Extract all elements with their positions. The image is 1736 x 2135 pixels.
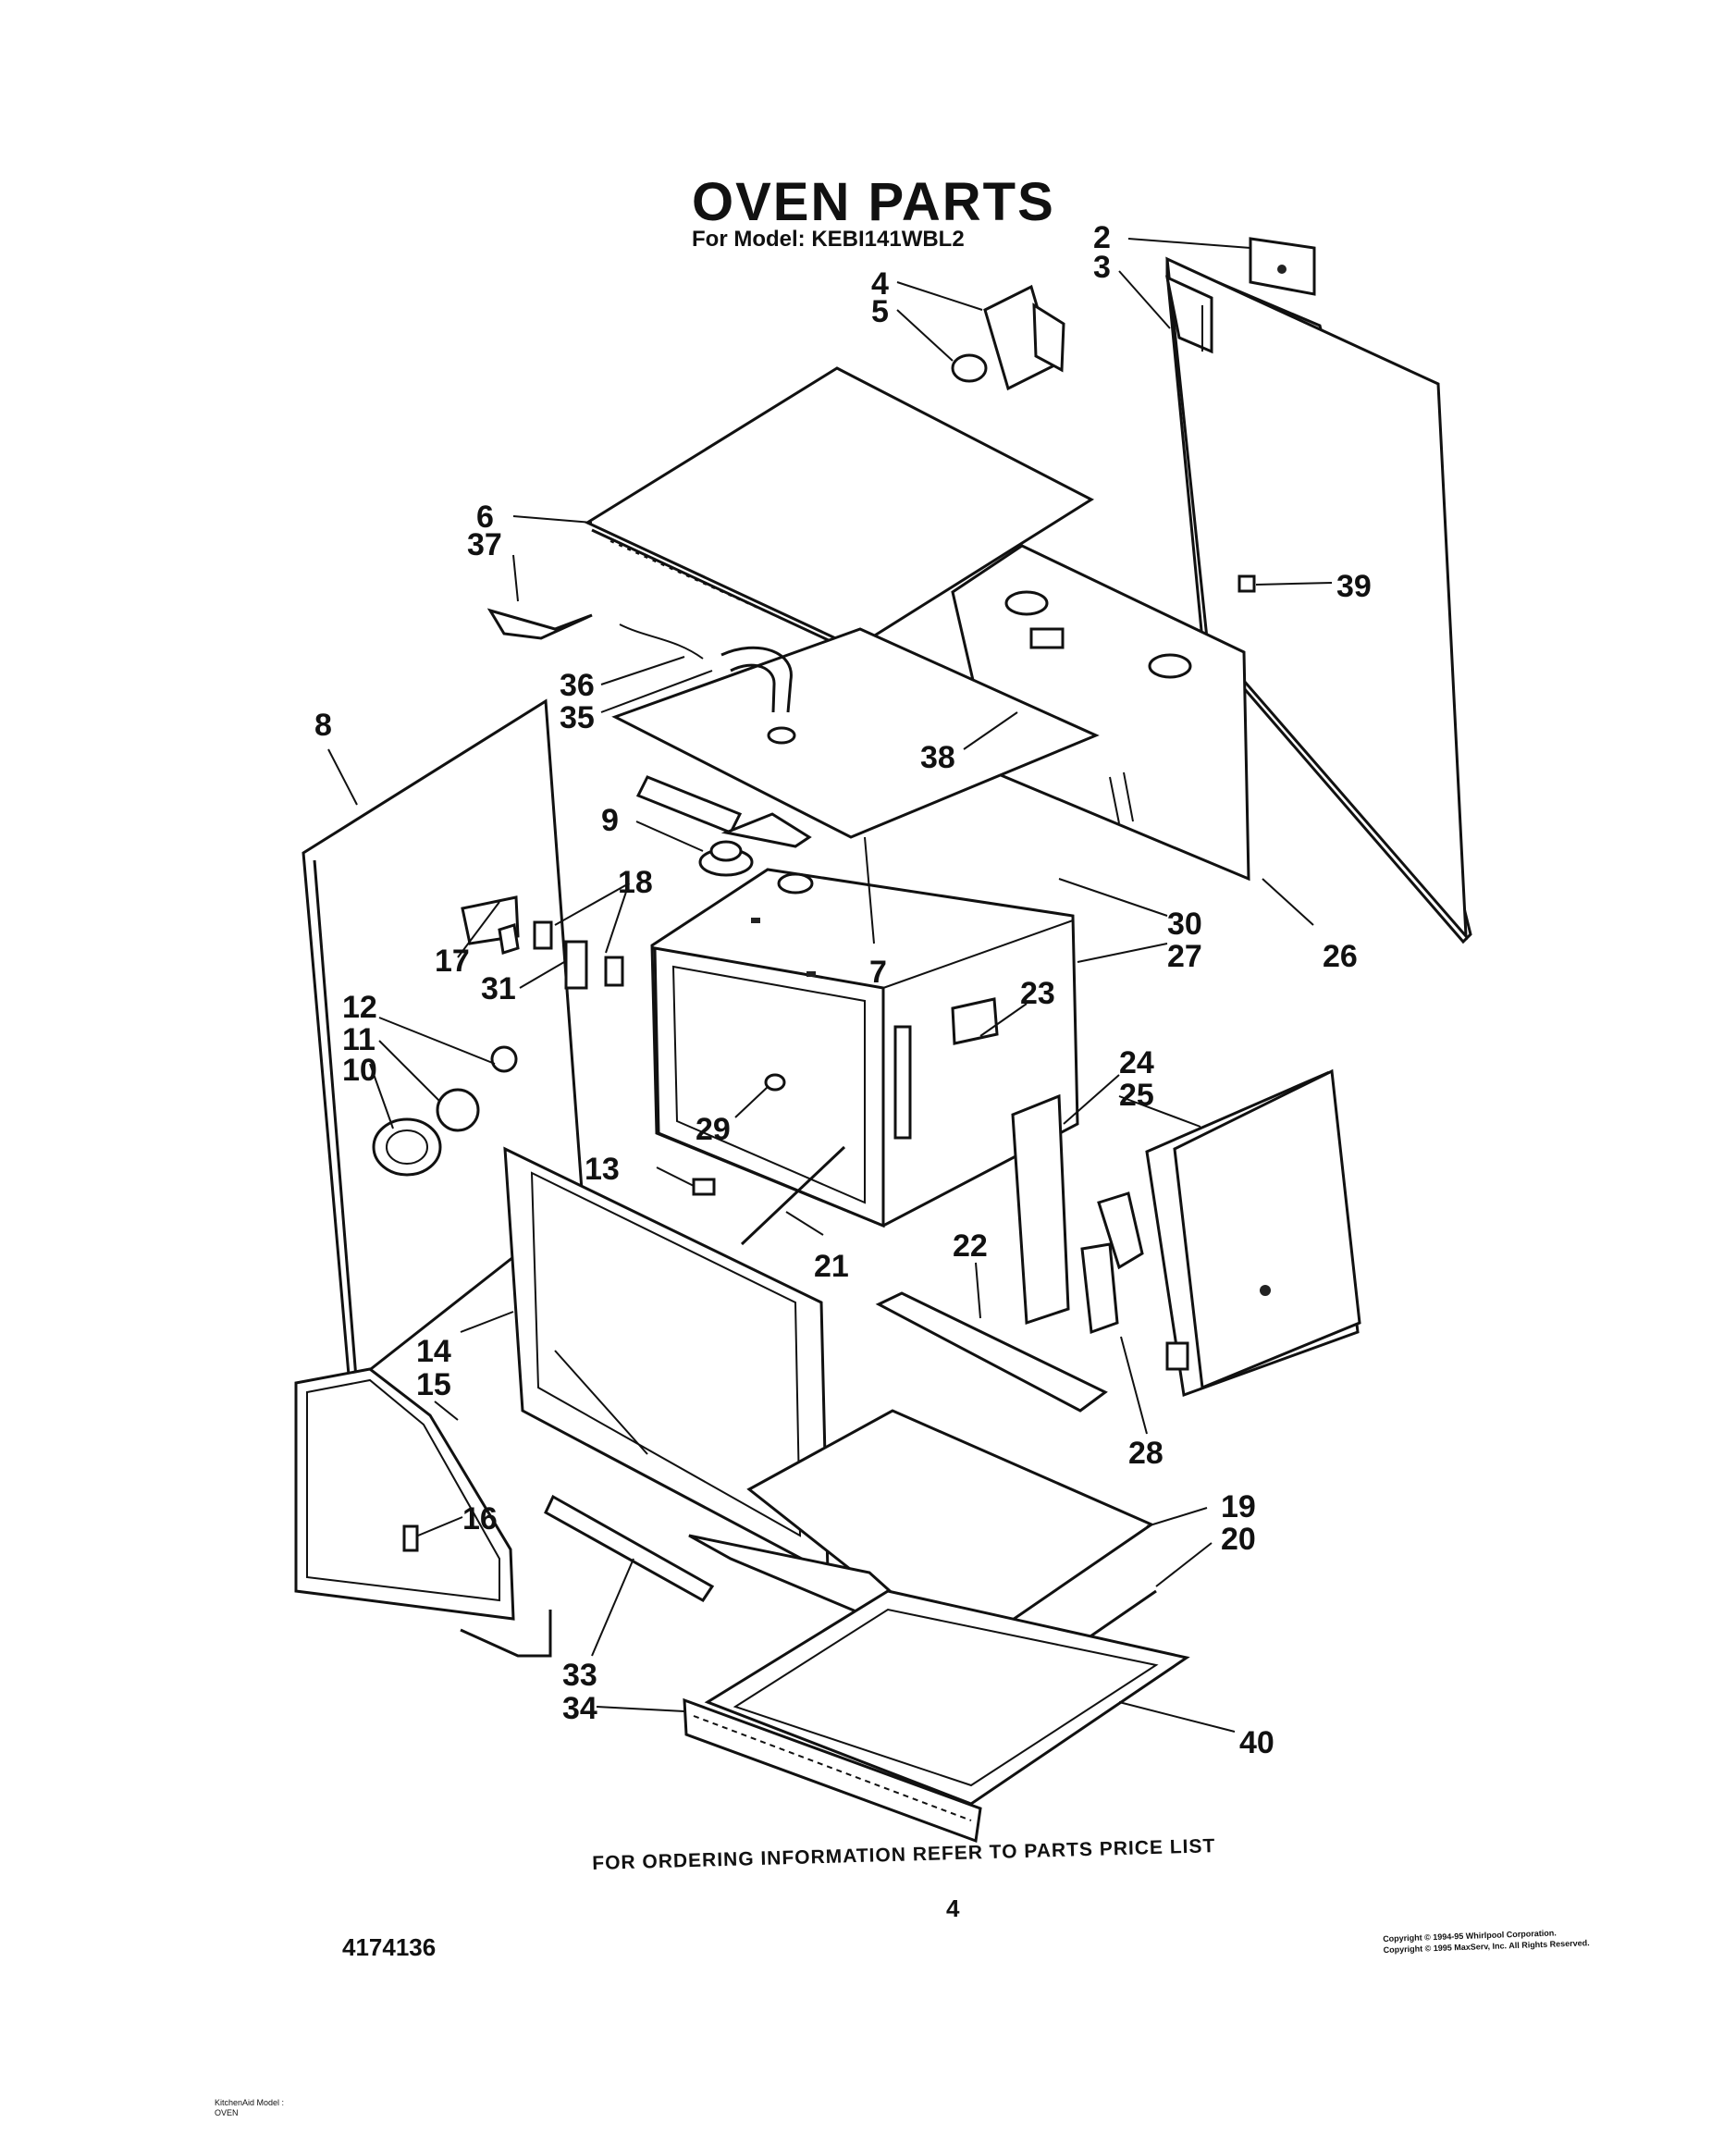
callout-26: 26 (1323, 939, 1358, 974)
kitchenaid-line-1: KitchenAid Model : (215, 2098, 285, 2107)
callout-3: 3 (1093, 250, 1111, 285)
callout-19: 19 (1221, 1489, 1256, 1524)
callout-labels: 2 3 4 5 6 37 39 36 35 38 8 9 18 17 31 7 … (314, 220, 1372, 1760)
callout-22: 22 (953, 1228, 988, 1264)
callout-21: 21 (814, 1249, 849, 1284)
callout-18: 18 (618, 865, 653, 900)
callout-12: 12 (342, 990, 377, 1025)
callout-13: 13 (585, 1152, 620, 1187)
leader-lines (327, 238, 1333, 1733)
part-mid-plate (611, 627, 1100, 848)
callout-8: 8 (314, 708, 332, 743)
callout-4: 4 (871, 266, 889, 302)
part-vent-tube (486, 608, 796, 745)
callout-29: 29 (696, 1112, 731, 1147)
kitchenaid-line-2: OVEN (215, 2108, 239, 2117)
model-subtitle: For Model: KEBI141WBL2 (692, 227, 965, 252)
callout-16: 16 (462, 1501, 498, 1536)
callout-40: 40 (1239, 1725, 1274, 1760)
part-side-panel-25 (1145, 1068, 1361, 1398)
callout-9: 9 (601, 803, 619, 838)
callout-31: 31 (481, 971, 516, 1006)
part-back-panel (1164, 237, 1472, 944)
callout-10: 10 (342, 1053, 377, 1088)
document-number: 4174136 (342, 1933, 437, 1961)
part-lamp-assembly (372, 1045, 518, 1177)
callout-24: 24 (1119, 1045, 1154, 1080)
callout-11: 11 (342, 1022, 376, 1057)
callout-39: 39 (1336, 569, 1372, 604)
part-clip-39 (1237, 574, 1256, 593)
callout-20: 20 (1221, 1522, 1256, 1557)
part-top-cover (584, 366, 1095, 657)
callout-6: 6 (476, 500, 494, 535)
callout-2: 2 (1093, 220, 1111, 255)
callout-36: 36 (560, 668, 595, 703)
callout-38: 38 (920, 740, 955, 775)
callout-14: 14 (416, 1334, 451, 1369)
part-21-rod (740, 1145, 846, 1246)
part-13 (692, 1178, 716, 1196)
callout-7: 7 (869, 955, 887, 990)
part-oven-cavity (650, 868, 1079, 1228)
callout-25: 25 (1119, 1078, 1154, 1113)
part-hinge-parts (533, 920, 624, 990)
callout-5: 5 (871, 294, 889, 329)
page-title: OVEN PARTS (692, 172, 1055, 232)
callout-15: 15 (416, 1367, 451, 1402)
callout-37: 37 (467, 527, 502, 562)
page-number: 4 (946, 1894, 960, 1922)
callout-28: 28 (1128, 1436, 1163, 1471)
callout-35: 35 (560, 700, 595, 735)
kitchenaid-model-block: KitchenAid Model : OVEN (215, 2098, 284, 2118)
part-16 (402, 1524, 419, 1552)
callout-30: 30 (1167, 907, 1202, 942)
part-hinge-24 (1011, 1093, 1144, 1335)
callout-27: 27 (1167, 939, 1202, 974)
part-rail-22 (875, 1291, 1108, 1413)
part-thermostat-9 (698, 840, 754, 877)
part-bottom-tray (704, 1589, 1190, 1806)
callout-23: 23 (1020, 976, 1055, 1011)
part-trim-33 (544, 1494, 715, 1602)
part-vent-strip-34 (683, 1697, 982, 1844)
part-bracket-4 (951, 284, 1065, 391)
part-glass-panel (294, 1367, 552, 1658)
callout-33: 33 (562, 1658, 597, 1693)
callout-34: 34 (562, 1691, 597, 1726)
callout-17: 17 (435, 944, 470, 979)
